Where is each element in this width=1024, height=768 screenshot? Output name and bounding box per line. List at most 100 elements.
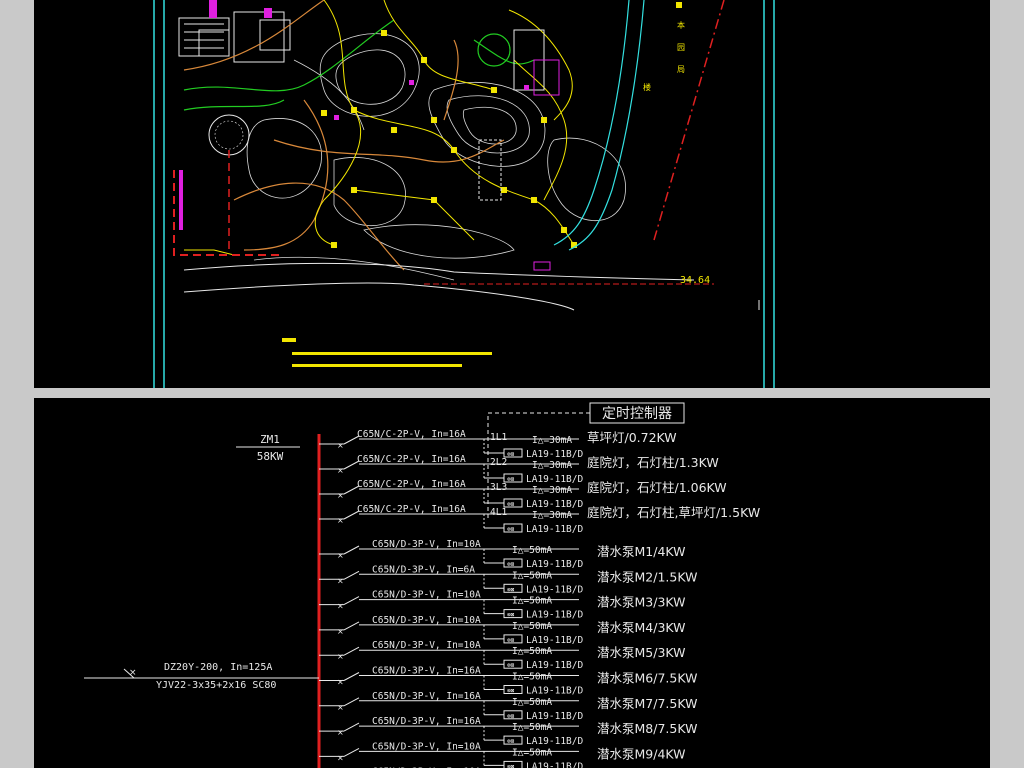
timer-control-line [487,412,590,518]
rcd-label: I△=30mA [532,485,572,496]
contactor-symbol [503,498,523,508]
breaker-symbol [343,435,360,445]
breaker-x-mark: × [337,627,344,636]
load-label: 草坪灯/0.72KW [587,430,677,445]
load-label: 潜水泵M6/7.5KW [597,671,697,686]
breaker-symbol [343,672,360,681]
breaker-label: C65N/D-3P-V, In=10A [372,741,481,752]
contactor-mark: ⊗⊠ [507,526,515,533]
rcd-label: I△=50mA [512,621,552,632]
breaker-label: C65N/C-2P-V, In=16A [357,479,466,490]
load-label: 潜水泵M9/4KW [597,746,686,761]
contactor-mark: ⊗⊠ [507,476,515,483]
contactor-symbol [503,583,523,593]
rcd-label: I△=50mA [512,570,552,581]
bridge [478,139,502,201]
breaker-x-mark: × [337,728,344,737]
contactor-mark: ⊗⊠ [507,662,515,669]
contactor-label: LA19-11B/D [526,610,583,621]
main-breaker-symbol [123,668,135,679]
breaker-x-mark: × [337,491,344,500]
site-plan-panel: 34.64 本 园 局 楼 [34,0,990,388]
breaker-label: C65N/D-3P-V, In=16A [372,716,481,727]
breaker-x-mark: × [337,678,344,687]
single-line-diagram: 定时控制器 ZM1 58KW × DZ20Y-200, In=125A YJV2… [84,402,760,768]
contactor-label: LA19-11B/D [526,686,583,697]
rcd-label: I△=50mA [512,646,552,657]
load-label: 潜水泵M3/3KW [597,595,686,610]
cable-routes [184,0,575,256]
breaker-symbol [343,697,360,707]
main-breaker-label: DZ20Y-200, In=125A [164,662,272,673]
breaker-x-mark: × [337,703,344,712]
rcd-label: I△=50mA [512,596,552,607]
breaker-x-mark: × [337,753,344,762]
breaker-label: C65N/C-2P-V, In=16A [357,504,466,515]
contactor-mark: ⊗⊠ [507,586,515,593]
contactor-mark: ⊗⊠ [507,738,515,745]
breaker-symbol [343,722,360,732]
contactor-mark: ⊗⊠ [507,763,515,768]
breaker-label: C65N/D-3P-V, In=16A [372,691,481,702]
breaker-symbol [343,747,360,757]
contactor-symbol [503,735,523,745]
contactor-mark: ⊗⊠ [507,451,515,458]
breaker-label: C65N/D-3P-V, In=10A [372,615,481,626]
breaker-symbol [343,545,360,555]
contactor-symbol [503,634,523,644]
contactor-mark: ⊗⊠ [507,501,515,508]
breaker-symbol [343,460,360,470]
contactor-label: LA19-11B/D [526,524,583,535]
contactor-label: LA19-11B/D [526,635,583,646]
building-footprints [178,11,291,63]
magenta-marker [264,8,272,18]
rcd-label: I△=50mA [512,672,552,683]
contactor-label: LA19-11B/D [526,660,583,671]
load-label: 潜水泵M7/7.5KW [597,696,697,711]
contactor-symbol [503,523,523,533]
rcd-label: I△=50mA [512,747,552,758]
contactor-label: LA19-11B/D [526,449,583,460]
walkway-paths [183,0,505,271]
river-banks [553,0,645,251]
magenta-accents [179,80,529,230]
contactor-symbol [503,760,523,768]
breaker-x-mark: × [337,652,344,661]
breaker-label: C65N/D-3P-V, In=10A [372,539,481,550]
contactor-symbol [503,685,523,694]
contactor-symbol [503,659,523,669]
rcd-label: I△=50mA [512,722,552,733]
side-text-1: 本 [677,20,685,30]
property-line [653,0,725,241]
breaker-symbol [343,485,360,495]
contactor-label: LA19-11B/D [526,584,583,595]
load-label: 庭院灯，石灯柱/1.06KW [587,480,727,495]
rcd-label: I△=30mA [532,510,572,521]
breaker-label: C65N/D-3P-V, In=16A [372,666,481,677]
red-boundary [173,170,284,256]
contactor-symbol [503,558,523,568]
site-plan-drawing: 34.64 本 园 局 楼 [153,0,775,388]
contactor-symbol [503,609,523,619]
lamp-fixtures [321,2,682,248]
load-label: 庭院灯，石灯柱,草坪灯/1.5KW [587,505,760,520]
load-label: 潜水泵M5/3KW [597,645,686,660]
circuit-id: 2L2 [490,457,507,468]
panel-id: ZM1 [260,433,280,446]
load-label: 潜水泵M1/4KW [597,544,686,559]
rcd-label: I△=30mA [532,460,572,471]
side-text-2: 园 [677,43,685,52]
contactor-label: LA19-11B/D [526,736,583,747]
contactor-label: LA19-11B/D [526,474,583,485]
contactor-label: LA19-11B/D [526,499,583,510]
rcd-label: I△=50mA [512,545,552,556]
breaker-label: C65N/D-3P-V, In=10A [372,590,481,601]
green-paths [183,19,535,111]
circuit-id: 3L3 [490,482,507,493]
breaker-symbol [343,570,360,580]
circuit-id: 4L1 [490,507,507,518]
equipment-box [533,261,551,271]
magenta-marker [209,0,217,18]
load-label: 潜水泵M8/7.5KW [597,721,697,736]
